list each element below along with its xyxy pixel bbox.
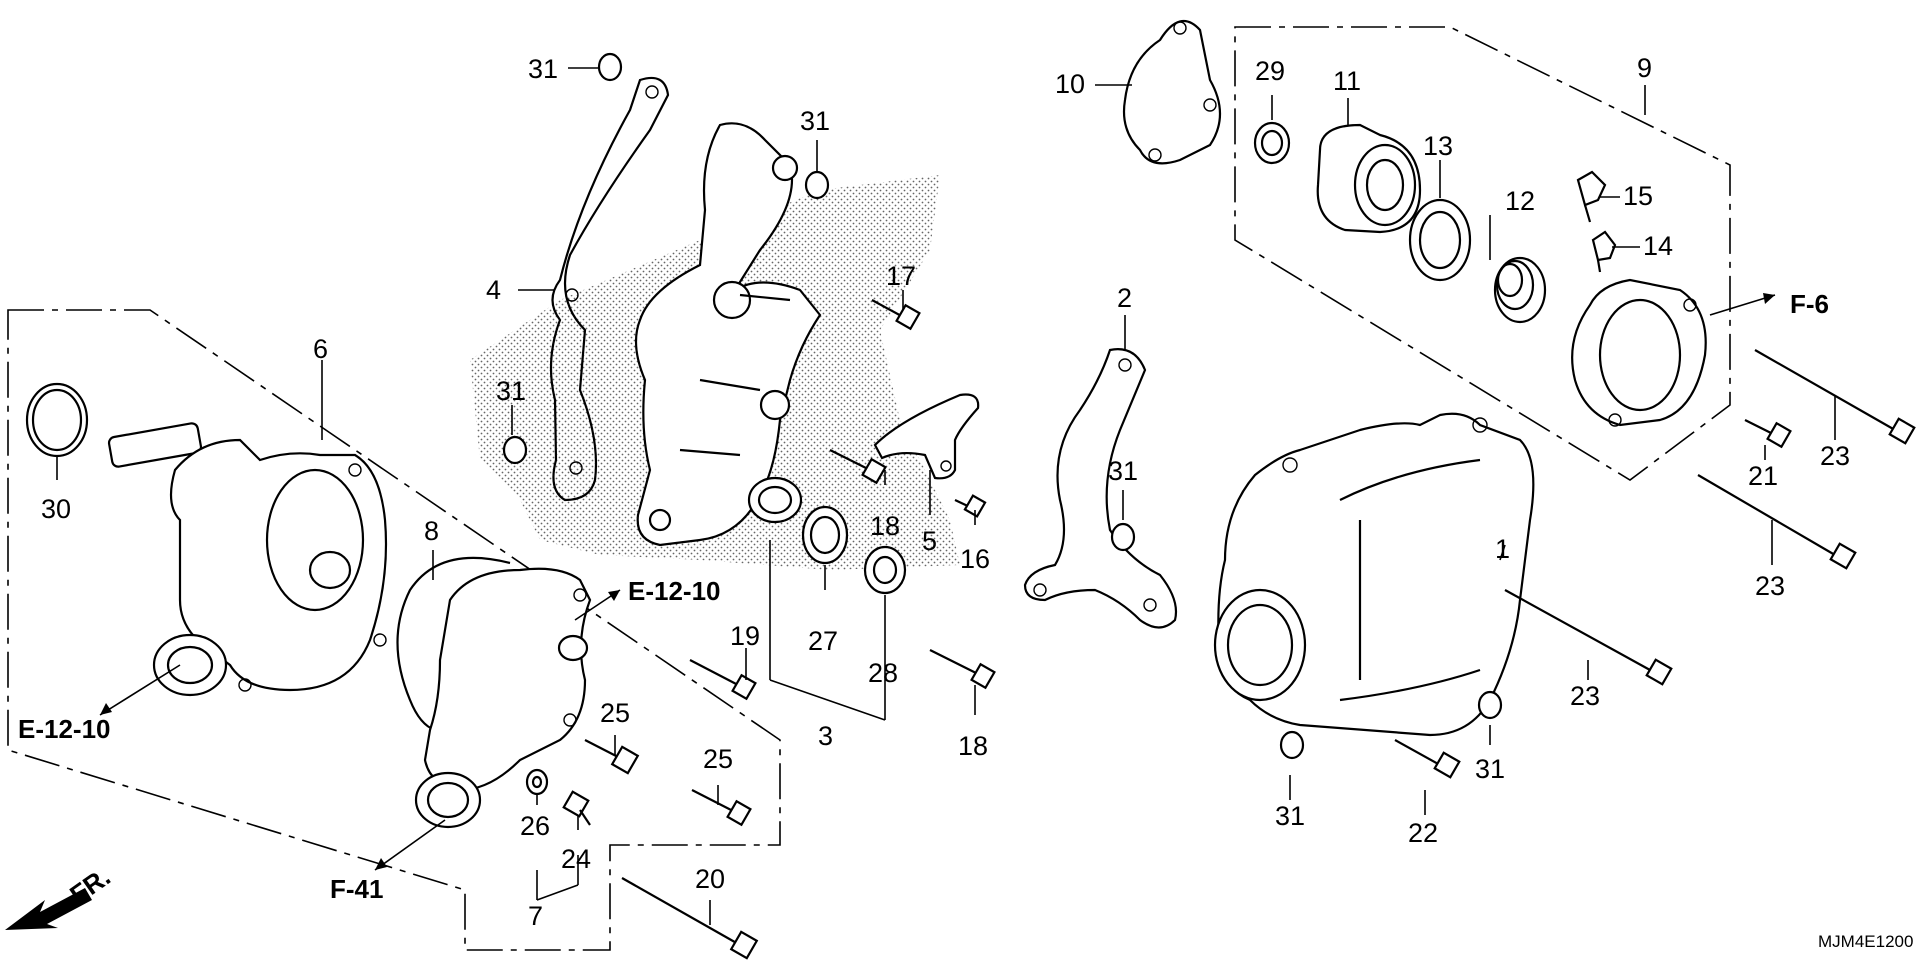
callout-3: 3 (818, 721, 833, 751)
reference-f41: F-41 (330, 874, 383, 904)
part-11-bearing (1316, 123, 1422, 234)
callout-1: 1 (1495, 534, 1510, 564)
callout-31: 31 (496, 376, 526, 406)
assembly-outlines (7, 26, 1731, 951)
bolt-23-b (1697, 474, 1857, 570)
bolt-20 (621, 877, 759, 960)
cylinder-body (1571, 278, 1707, 427)
callout-31: 31 (800, 106, 830, 136)
callout-18: 18 (958, 731, 988, 761)
callout-8: 8 (424, 516, 439, 546)
callout-28: 28 (868, 658, 898, 688)
callout-30: 30 (41, 494, 71, 524)
bolts (525, 299, 1916, 960)
part-14-bleeder (1591, 230, 1617, 273)
callout-26: 26 (520, 811, 550, 841)
callout-27: 27 (808, 626, 838, 656)
callout-23: 23 (1755, 571, 1785, 601)
part-27-needle-bearing (801, 505, 849, 565)
part-12-spring (1493, 256, 1547, 324)
callout-2: 2 (1117, 283, 1132, 313)
callout-13: 13 (1423, 131, 1453, 161)
callout-17: 17 (886, 261, 916, 291)
part-2-gasket (1023, 348, 1178, 629)
part-1-cover (1213, 412, 1535, 737)
leader-lines (56, 67, 1836, 925)
part-5-bracket (873, 393, 980, 480)
callout-4: 4 (486, 275, 501, 305)
drawing-code: MJM4E1200 (1818, 932, 1913, 951)
part-30-o-ring (25, 382, 89, 458)
part-4-gasket (549, 76, 670, 502)
part-10-gasket (1122, 19, 1221, 165)
dowel-31-f (1477, 690, 1503, 720)
part-13-seal (1408, 198, 1472, 282)
callout-23: 23 (1820, 441, 1850, 471)
callout-12: 12 (1505, 186, 1535, 216)
bolt-25-upper (584, 739, 640, 775)
dowels (502, 52, 1503, 760)
part-28-seal (863, 545, 907, 595)
part-6-pump-body (107, 422, 388, 697)
callout-29: 29 (1255, 56, 1285, 86)
dowel-31-d (1110, 522, 1136, 552)
callout-21: 21 (1748, 461, 1778, 491)
bolt-17 (871, 299, 921, 331)
bolt-19 (689, 659, 757, 701)
reference-f6: F-6 (1790, 289, 1829, 319)
water-pump-housing (634, 122, 822, 547)
callout-11: 11 (1333, 66, 1361, 96)
inlet-housing (414, 567, 592, 829)
part-8-wire-ring (396, 556, 511, 732)
callout-25: 25 (703, 744, 733, 774)
bolt-24 (562, 790, 591, 826)
callout-20: 20 (695, 864, 725, 894)
callout-31: 31 (1475, 754, 1505, 784)
callout-14: 14 (1643, 231, 1673, 261)
bolt-18-lower (929, 649, 996, 690)
bolt-23-c (1504, 589, 1673, 686)
callout-6: 6 (313, 334, 328, 364)
callout-19: 19 (730, 621, 760, 651)
callout-15: 15 (1623, 181, 1653, 211)
callout-31: 31 (528, 54, 558, 84)
callout-16: 16 (960, 544, 990, 574)
front-direction-arrow-icon (5, 888, 92, 930)
dowel-31-c (502, 435, 528, 465)
callout-23: 23 (1570, 681, 1600, 711)
callout-31: 31 (1275, 801, 1305, 831)
callout-22: 22 (1408, 818, 1438, 848)
part-29-ring (1253, 121, 1291, 165)
callout-25: 25 (600, 698, 630, 728)
callout-10: 10 (1055, 69, 1085, 99)
bolt-22 (1394, 739, 1461, 779)
bolt-18-upper (829, 449, 887, 485)
callout-18: 18 (870, 511, 900, 541)
bolt-16 (954, 494, 987, 518)
reference-e12-top: E-12-10 (628, 576, 721, 606)
callout-7: 7 (528, 901, 543, 931)
callout-31: 31 (1108, 456, 1138, 486)
bolt-23-a (1754, 349, 1916, 445)
callout-24: 24 (561, 844, 591, 874)
dowel-31-e (1279, 730, 1305, 760)
washer-26 (525, 768, 549, 796)
bolt-21 (1744, 419, 1792, 449)
callout-5: 5 (922, 526, 937, 556)
dowel-31-b (804, 170, 830, 200)
reference-e12-left: E-12-10 (18, 714, 111, 744)
bolt-25-lower (691, 789, 752, 827)
callout-9: 9 (1637, 53, 1652, 83)
part-15-bleeder (1576, 170, 1607, 223)
dowel-31-a (597, 52, 623, 82)
